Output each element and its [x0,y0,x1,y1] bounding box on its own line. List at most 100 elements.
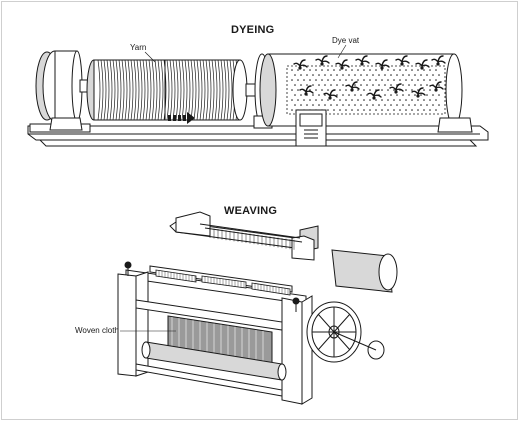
yarn-wrap-line [148,59,152,121]
perforation-dot [369,69,371,71]
yarn-wrap-line [112,59,116,121]
perforation-dot [324,84,326,86]
perforation-dot [375,69,377,71]
flywheel [306,301,385,363]
perforation-dot [387,69,389,71]
perforation-dot [429,109,431,111]
warp-panel [251,282,291,296]
perforation-dot [369,99,371,101]
perforation-dot [330,84,332,86]
yarn-wrap-line [160,59,164,121]
perforation-dot [384,74,386,76]
perforation-dot [408,94,410,96]
dye-splash [299,85,314,94]
dye-splash [315,55,330,64]
perforation-dot [432,94,434,96]
perforation-dot [426,84,428,86]
perforation-dot [321,89,323,91]
perforation-dot [315,79,317,81]
perforation-dot [294,74,296,76]
perforation-dot [306,84,308,86]
perforation-dot [375,99,377,101]
perforation-dot [354,74,356,76]
perforation-dot [297,99,299,101]
perforation-dot [357,69,359,71]
dye-drop [372,96,376,100]
perforation-dot [381,89,383,91]
perforation-dot [291,89,293,91]
perforation-dot [363,99,365,101]
dye-splash [411,87,426,96]
dye-drop [416,94,420,98]
perforation-dot [408,84,410,86]
perforation-dot [396,94,398,96]
perforation-dot [399,99,401,101]
yarn-wrap-line [154,59,158,121]
perforation-dot [345,109,347,111]
perforation-dot [360,94,362,96]
perforation-dot [309,79,311,81]
perforation-dot [381,99,383,101]
perforation-dot [363,69,365,71]
yarn-wrap-line [100,59,104,121]
yarn-wrap-line [217,59,221,121]
yarn-label: Yarn [130,43,146,52]
dye-drop [434,88,438,92]
perforation-dot [402,94,404,96]
perforation-dot [405,69,407,71]
yarn-wrap-line [142,59,146,121]
perforation-dot [399,69,401,71]
perforation-dot [351,109,353,111]
perforation-dot [363,109,365,111]
perforation-dot [318,74,320,76]
perforation-dot [312,84,314,86]
perforation-dot [435,79,437,81]
loom-upper-frame [169,211,315,261]
perforation-dot [420,94,422,96]
dye-splash [367,89,382,98]
perforation-dot [390,84,392,86]
dye-drop [360,62,364,66]
perforation-dot [429,69,431,71]
perforation-dot [294,104,296,106]
perforation-dot [369,79,371,81]
yarn-wrap-line [202,59,206,121]
perforation-dot [426,94,428,96]
yarn-wrap-line [211,59,215,121]
yarn-wrap-line [184,59,188,121]
dye-drop [304,92,308,96]
dyeing-title: DYEING [231,24,274,36]
direction-arrow [168,112,195,124]
perforation-dot [432,104,434,106]
perforation-dot [369,89,371,91]
yarn-wrap-line [109,59,113,121]
perforation-dot [435,109,437,111]
perforation-dot [303,69,305,71]
perforation-dot [327,99,329,101]
perforation-dot [303,99,305,101]
perforation-dot [423,89,425,91]
dye-drop [320,62,324,66]
perforation-dot [291,99,293,101]
perforation-dot [357,79,359,81]
perforation-dot [336,94,338,96]
perforation-dot [390,94,392,96]
yarn-wrap-line [214,59,218,121]
perforation-dot [306,74,308,76]
perforation-dot [405,109,407,111]
perforation-dot [297,79,299,81]
perforation-dot [339,69,341,71]
perforation-dot [342,94,344,96]
yarn-spool [86,59,248,121]
perforation-dot [384,94,386,96]
perforation-dot [321,79,323,81]
perforation-dot [300,104,302,106]
dye-splash [429,81,444,90]
perforation-dot [360,74,362,76]
perforation-dot [345,89,347,91]
perforation-dot [342,84,344,86]
perforation-dot [414,94,416,96]
perforation-dot [393,79,395,81]
perforation-dot [348,94,350,96]
